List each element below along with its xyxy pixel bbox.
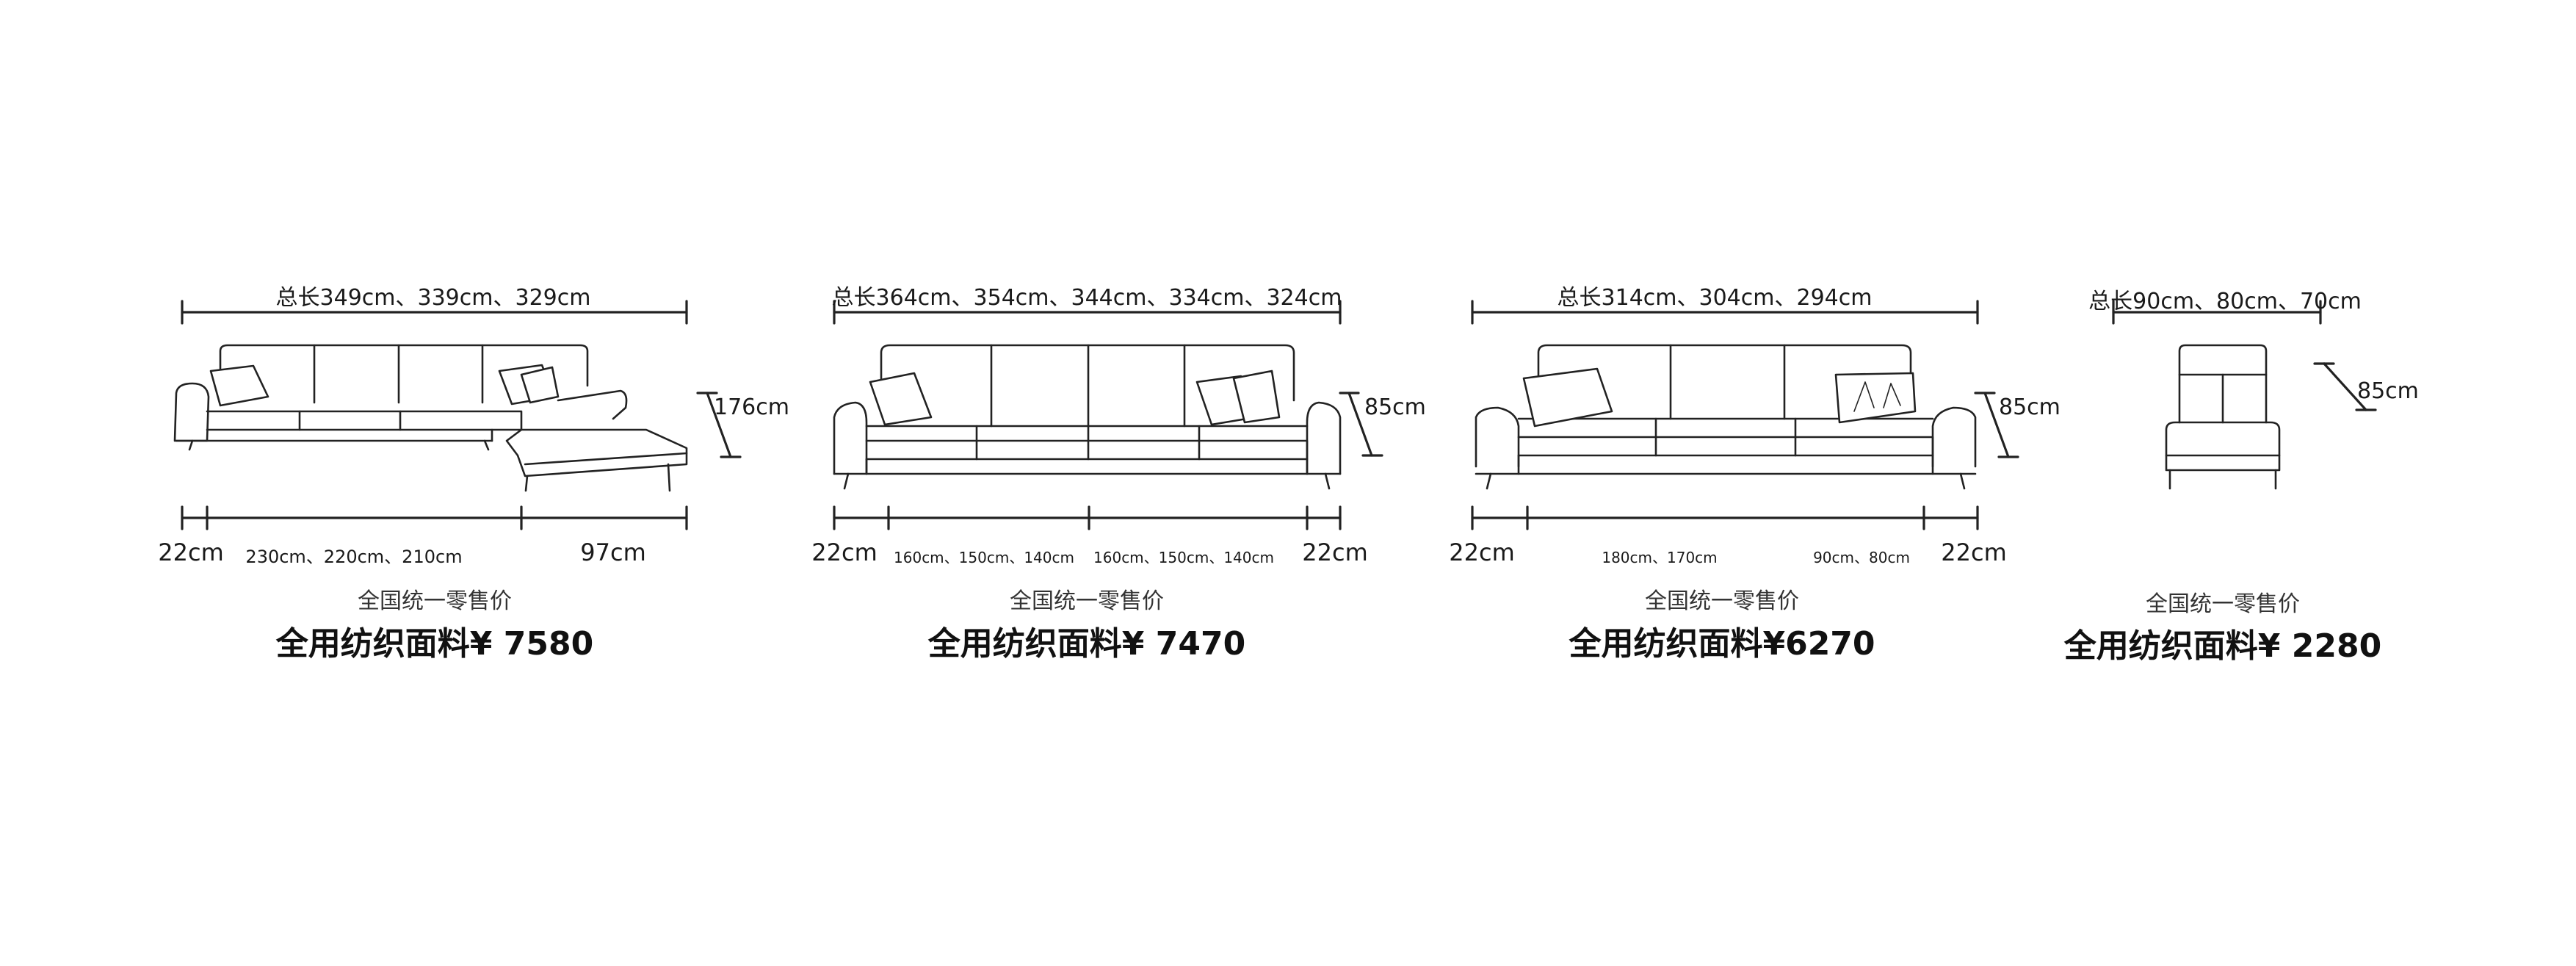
- retail-price-label: 全国统一零售价: [1645, 588, 1799, 614]
- total-length-label: 总长364cm、354cm、344cm、334cm、324cm: [831, 285, 1342, 311]
- dim-label-seat: 230cm、220cm、210cm: [245, 547, 463, 567]
- dim-label-arm: 22cm: [158, 538, 224, 566]
- retail-price-label: 全国统一零售价: [2146, 591, 2300, 617]
- dim-label-seat-right: 90cm、80cm: [1813, 549, 1910, 566]
- dim-label-seat-left: 160cm、150cm、140cm: [894, 549, 1074, 566]
- retail-price-label: 全国统一零售价: [1010, 588, 1164, 614]
- dim-label-seat-right: 160cm、150cm、140cm: [1093, 549, 1274, 566]
- price-label: 全用纺织面料¥6270: [1569, 625, 1875, 663]
- dim-label-right-arm: 22cm: [1302, 538, 1368, 566]
- total-length-label: 总长314cm、304cm、294cm: [1557, 285, 1873, 311]
- height-label: 176cm: [714, 394, 789, 420]
- dim-label-chaise: 97cm: [580, 538, 646, 566]
- price-label: 全用纺织面料¥ 7470: [927, 625, 1246, 663]
- retail-price-label: 全国统一零售价: [358, 588, 512, 614]
- height-label: 85cm: [1364, 394, 1426, 420]
- dim-label-seat: 180cm、170cm: [1602, 549, 1718, 566]
- total-length-label: 总长349cm、339cm、329cm: [275, 285, 591, 311]
- dim-label-left-arm: 22cm: [811, 538, 878, 566]
- total-length-label: 总长90cm、80cm、70cm: [2088, 289, 2362, 314]
- dim-label-left-arm: 22cm: [1449, 538, 1515, 566]
- height-label: 85cm: [2357, 378, 2419, 404]
- dim-label-right-arm: 22cm: [1941, 538, 2007, 566]
- price-label: 全用纺织面料¥ 2280: [2063, 627, 2382, 665]
- height-label: 85cm: [1999, 394, 2061, 420]
- price-label: 全用纺织面料¥ 7580: [275, 625, 594, 663]
